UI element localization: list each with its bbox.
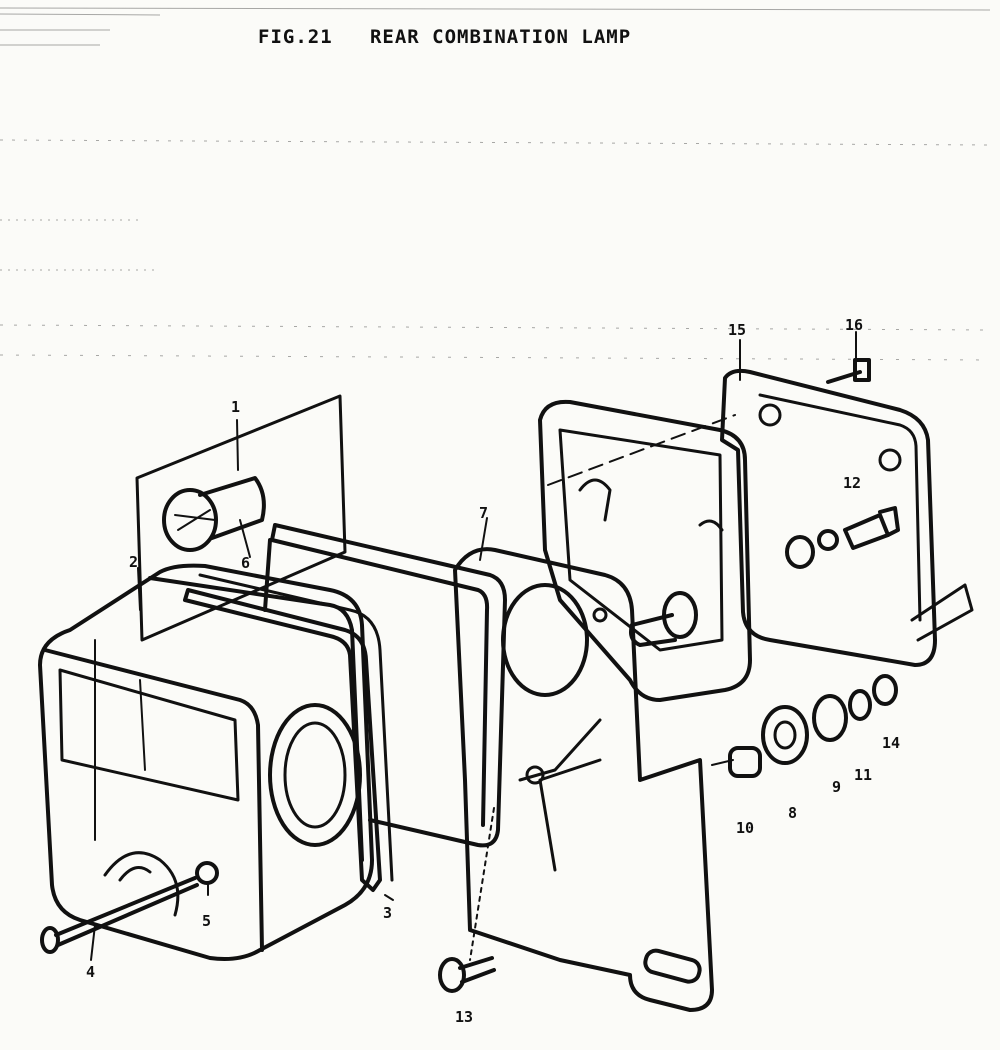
gasket bbox=[183, 588, 382, 892]
callout-1: 1 bbox=[231, 398, 240, 416]
callout-14: 14 bbox=[882, 734, 900, 752]
scan-noise bbox=[0, 7, 991, 361]
washer-9-lower bbox=[812, 694, 848, 742]
callout-7: 7 bbox=[479, 504, 488, 522]
callout-4: 4 bbox=[86, 963, 95, 981]
nut-11-lower bbox=[848, 689, 872, 721]
nut-14 bbox=[872, 674, 898, 706]
washer-9-upper bbox=[785, 535, 815, 569]
screw-13 bbox=[438, 956, 496, 993]
callout-3: 3 bbox=[383, 904, 392, 922]
long-screw bbox=[40, 876, 199, 954]
callout-13: 13 bbox=[455, 1008, 473, 1026]
nut-11-upper bbox=[817, 529, 839, 551]
callout-2: 2 bbox=[129, 553, 138, 571]
leader-lines bbox=[90, 331, 857, 961]
figure-title: FIG.21 REAR COMBINATION LAMP bbox=[258, 26, 632, 48]
socket-base bbox=[538, 399, 752, 702]
callout-15: 15 bbox=[728, 321, 746, 339]
callout-8: 8 bbox=[788, 804, 797, 822]
callout-10: 10 bbox=[736, 819, 754, 837]
bulb bbox=[162, 476, 266, 552]
bolt-12 bbox=[843, 506, 900, 550]
callout-9: 9 bbox=[832, 778, 841, 796]
callout-12: 12 bbox=[843, 474, 861, 492]
bolt-16 bbox=[826, 358, 871, 384]
callout-5: 5 bbox=[202, 912, 211, 930]
callout-16: 16 bbox=[845, 316, 863, 334]
mounting-bracket bbox=[453, 547, 714, 1012]
callout-labels: 1 2 3 4 5 6 7 8 9 10 11 12 13 14 15 16 bbox=[86, 316, 900, 1026]
spacer-10 bbox=[728, 746, 762, 778]
nut-5 bbox=[195, 861, 219, 885]
callout-6: 6 bbox=[241, 554, 250, 572]
lens-frame bbox=[270, 523, 507, 848]
grommet-8 bbox=[761, 705, 809, 765]
callout-11: 11 bbox=[854, 766, 872, 784]
rear-cover bbox=[720, 368, 974, 667]
